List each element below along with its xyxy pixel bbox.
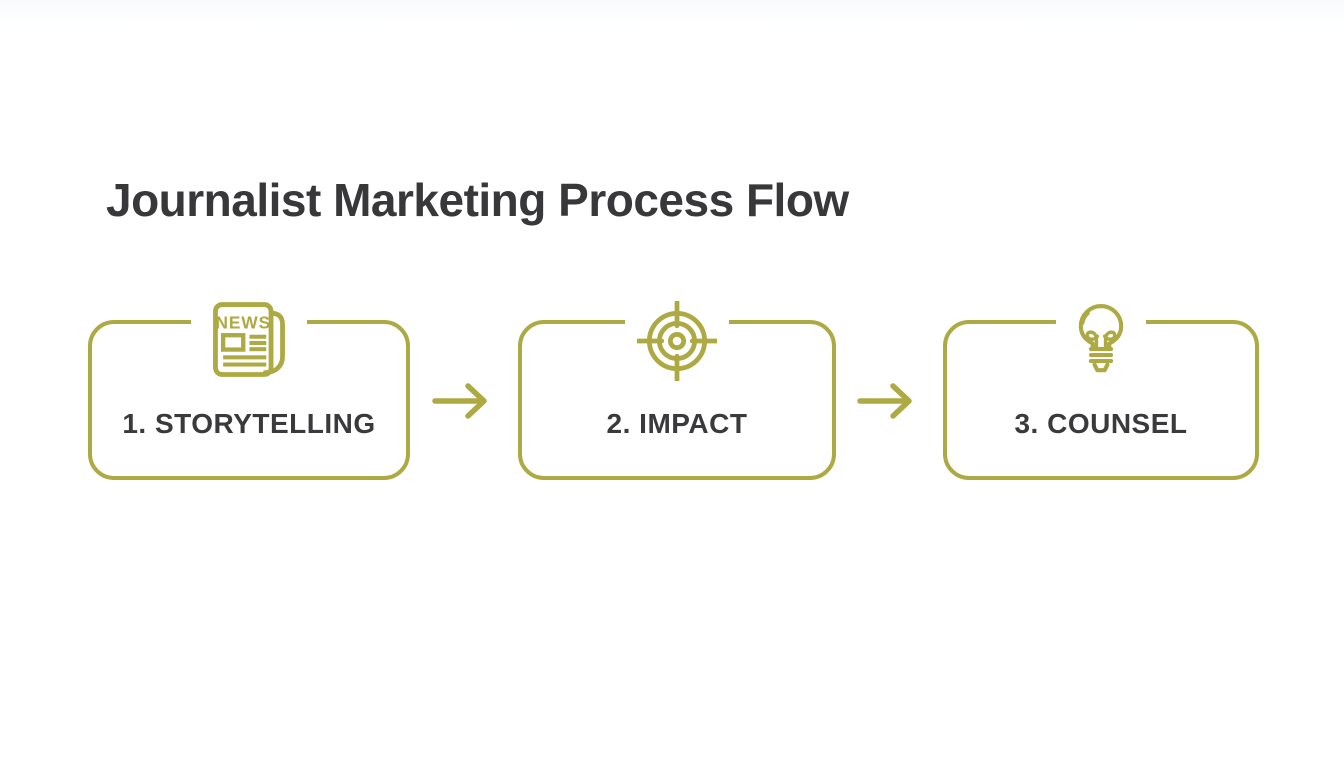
flow-step-impact: 2. IMPACT xyxy=(518,301,836,480)
flow-arrow-icon xyxy=(857,377,921,425)
flow-step-label-storytelling: 1. STORYTELLING xyxy=(122,408,376,439)
lightbulb-icon xyxy=(1056,299,1146,379)
flow-step-label-impact: 2. IMPACT xyxy=(606,408,748,439)
flow-arrow-icon xyxy=(432,377,496,425)
arrow-right-icon-svg xyxy=(857,383,912,419)
target-icon-svg xyxy=(637,301,717,381)
lightbulb-icon-svg xyxy=(1078,304,1124,373)
page-title: Journalist Marketing Process Flow xyxy=(106,173,849,226)
newspaper-icon-svg: NEWS xyxy=(213,302,285,377)
newspaper-icon: NEWS xyxy=(191,298,307,382)
target-icon xyxy=(625,301,729,381)
newspaper-icon-label: NEWS xyxy=(215,313,271,333)
flow-step-label-counsel: 3. COUNSEL xyxy=(1014,408,1188,439)
arrow-right-icon-svg xyxy=(432,383,487,419)
flow-step-storytelling: NEWS 1. STORYTELLING xyxy=(88,298,410,480)
faded-top-artifact xyxy=(0,0,1344,26)
flow-step-counsel: 3. COUNSEL xyxy=(943,299,1259,480)
